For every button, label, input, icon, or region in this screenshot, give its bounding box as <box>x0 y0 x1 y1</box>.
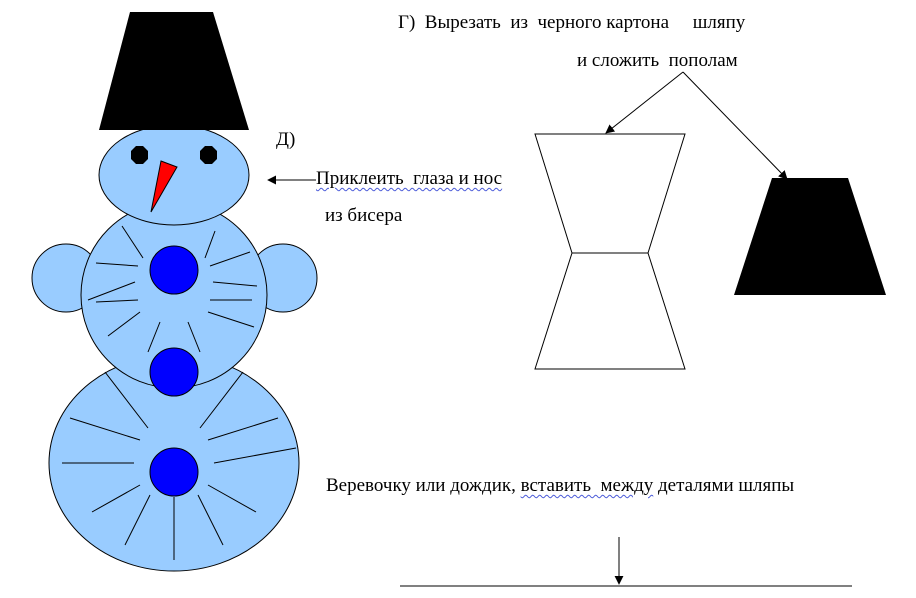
snowman-hat <box>99 12 249 130</box>
bottom-instruction: Веревочку или дождик, вставить между дет… <box>326 476 794 495</box>
step-d-line1: Приклеить глаза и нос <box>316 169 502 188</box>
snowman <box>32 12 317 571</box>
folded-black-hat <box>734 178 886 295</box>
top-button <box>150 246 198 294</box>
right-eye <box>200 146 217 164</box>
unfolded-hat-template <box>535 134 685 369</box>
bottom-instruction-part2: вставить между <box>521 475 654 496</box>
arrow-to-folded-hat <box>683 72 787 179</box>
middle-button <box>150 348 198 396</box>
bottom-instruction-part3: деталями шляпы <box>653 475 794 496</box>
snowman-head <box>99 125 249 225</box>
bottom-button <box>150 448 198 496</box>
left-eye <box>131 146 148 164</box>
arrow-to-unfolded-hat <box>606 72 683 133</box>
step-d-label: Д) <box>276 130 295 149</box>
step-d-line2: из бисера <box>325 206 402 225</box>
bottom-instruction-part1: Веревочку или дождик, <box>326 475 521 496</box>
step-g-line2: и сложить пополам <box>577 51 738 70</box>
step-g-line1: Г) Вырезать из черного картона шляпу <box>398 13 745 32</box>
